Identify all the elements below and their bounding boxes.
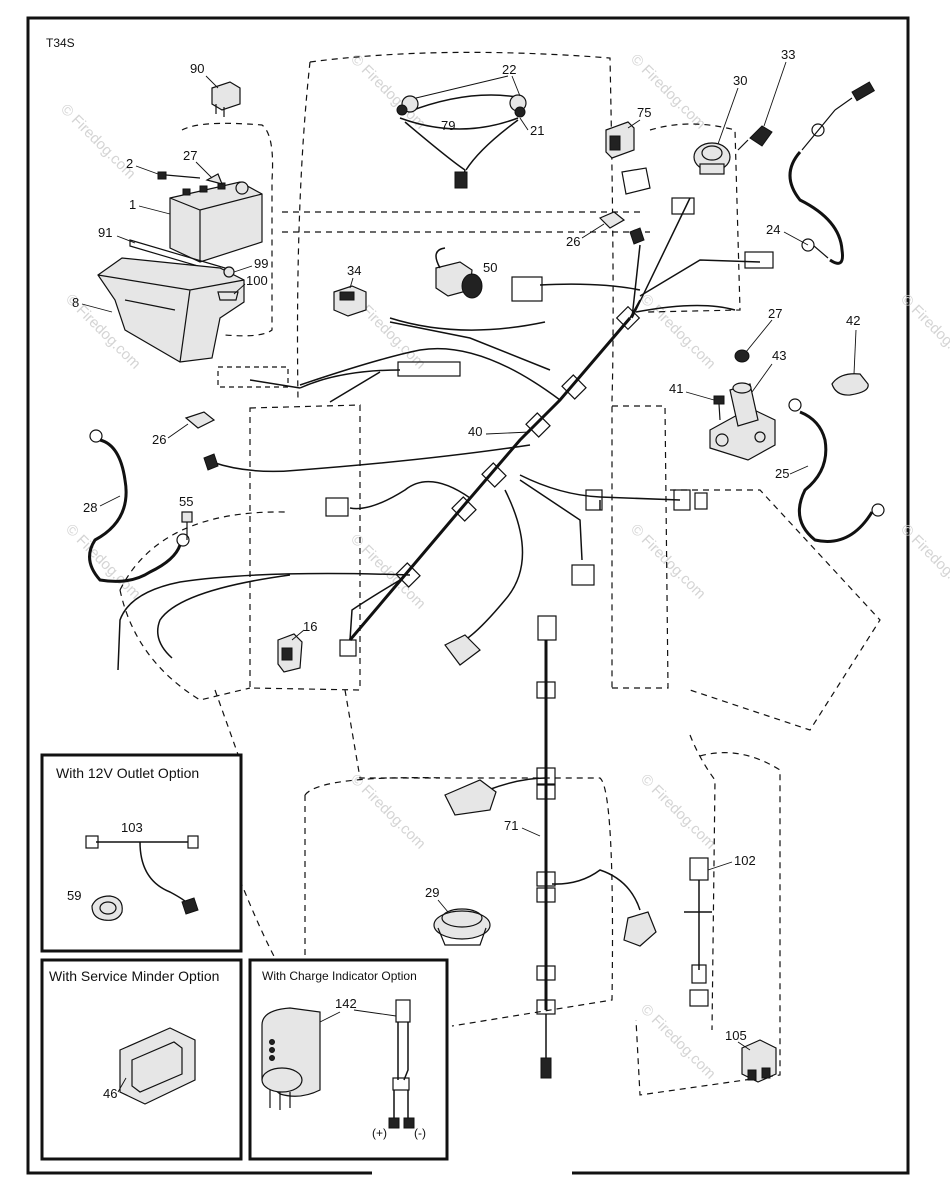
watermark-text: © Firedog.com	[347, 771, 429, 853]
diagram-code: T34S	[46, 36, 75, 50]
callout-2: 2	[126, 156, 133, 171]
callout-50: 50	[483, 260, 497, 275]
starter-solenoid-43	[709, 382, 776, 461]
relay-105	[741, 1039, 777, 1083]
watermark-text: © Firedog.com	[637, 771, 719, 853]
callout-16: 16	[303, 619, 317, 634]
inset-service-minder: With Service Minder Option 46	[40, 958, 243, 1161]
bolt-99	[223, 266, 235, 278]
cable-28	[88, 429, 190, 583]
callout-40: 40	[468, 424, 482, 439]
callout-8: 8	[72, 295, 79, 310]
callout-55: 55	[179, 494, 193, 509]
main-harness-40	[117, 197, 774, 671]
callout-42: 42	[846, 313, 860, 328]
battery-tray	[97, 257, 245, 363]
callout-27b: 27	[768, 306, 782, 321]
cable-25	[788, 398, 885, 543]
battery	[169, 181, 263, 263]
callout-79: 79	[441, 118, 455, 133]
callout-99: 99	[254, 256, 268, 271]
frame-gap	[372, 1166, 572, 1178]
callout-1: 1	[129, 197, 136, 212]
inset-charge-title: With Charge Indicator Option	[262, 969, 417, 983]
connector-26b	[184, 411, 216, 429]
callout-41: 41	[669, 381, 683, 396]
nut-27b	[734, 349, 750, 363]
callout-27: 27	[183, 148, 197, 163]
callout-34: 34	[347, 263, 361, 278]
callout-28: 28	[83, 500, 97, 515]
watermark-text: © Firedog.com	[62, 521, 144, 603]
boot-42	[831, 373, 869, 396]
watermark-text: © Firedog.com	[897, 521, 950, 603]
inset-outlet-title: With 12V Outlet Option	[56, 765, 199, 781]
inset-charge-indicator: With Charge Indicator Option 142 (+) (-)	[248, 958, 449, 1161]
callout-43: 43	[772, 348, 786, 363]
callouts: 90 27 2 1 91 99 100 8 22 79 21 75 30 33 …	[72, 47, 860, 1051]
bolt-55	[181, 511, 193, 540]
inset-minder-title: With Service Minder Option	[49, 968, 219, 984]
callout-75: 75	[637, 105, 651, 120]
callout-30: 30	[733, 73, 747, 88]
callout-102: 102	[734, 853, 756, 868]
callout-26b: 26	[152, 432, 166, 447]
callout-46: 46	[103, 1086, 117, 1101]
key-33	[737, 125, 773, 151]
cable-24	[788, 81, 876, 265]
switch-75	[605, 121, 635, 159]
watermark-text: © Firedog.com	[637, 291, 719, 373]
callout-26: 26	[566, 234, 580, 249]
headlight-harness	[396, 94, 527, 189]
relay-90	[211, 81, 241, 117]
relay-34	[333, 285, 367, 317]
harness-71	[444, 615, 657, 1079]
callout-33: 33	[781, 47, 795, 62]
solenoid-50	[389, 247, 546, 331]
washer-100	[217, 291, 239, 301]
fuse-holder-102	[684, 857, 712, 1007]
plug-29	[433, 908, 491, 946]
callout-25: 25	[775, 466, 789, 481]
callout-100: 100	[246, 273, 268, 288]
callout-22: 22	[502, 62, 516, 77]
callout-21: 21	[530, 123, 544, 138]
callout-71: 71	[504, 818, 518, 833]
callout-105: 105	[725, 1028, 747, 1043]
plug-16	[277, 633, 303, 673]
dashed-regions	[119, 51, 881, 1096]
bolt-2	[157, 171, 201, 180]
label-plate	[621, 167, 651, 195]
callout-90: 90	[190, 61, 204, 76]
watermark-text: © Firedog.com	[637, 1001, 719, 1083]
inset-12v-outlet: With 12V Outlet Option 103 59	[40, 753, 243, 953]
callout-24: 24	[766, 222, 780, 237]
ignition-switch-30	[693, 142, 731, 175]
connector-26a	[598, 211, 645, 245]
polarity-plus: (+)	[372, 1126, 387, 1140]
callout-103: 103	[121, 820, 143, 835]
nut-27a	[205, 173, 224, 185]
watermark-text: © Firedog.com	[627, 521, 709, 603]
polarity-minus: (-)	[414, 1126, 426, 1140]
callout-59: 59	[67, 888, 81, 903]
bolt-41	[713, 395, 725, 421]
callout-142: 142	[335, 996, 357, 1011]
callout-91: 91	[98, 225, 112, 240]
watermark-text: © Firedog.com	[897, 291, 950, 373]
callout-29: 29	[425, 885, 439, 900]
watermark-text: © Firedog.com	[347, 51, 429, 133]
